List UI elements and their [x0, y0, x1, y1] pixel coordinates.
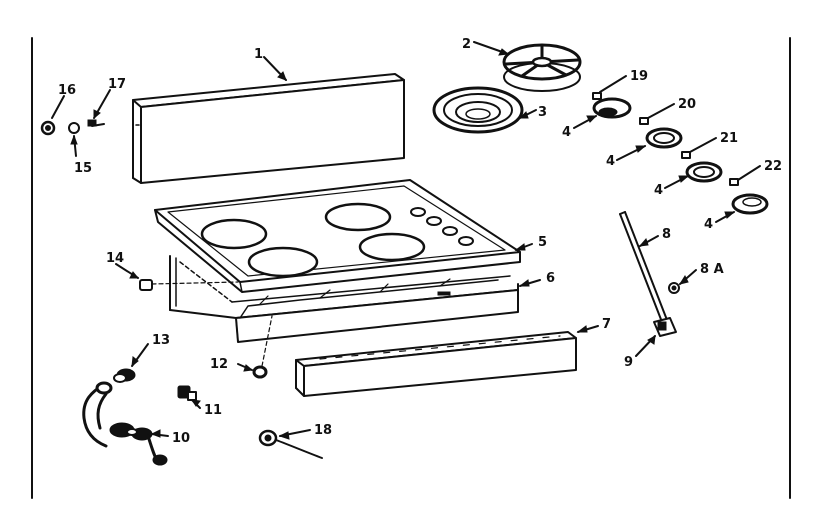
part-screw-14: [139, 279, 239, 291]
part-wire-harness: [82, 381, 168, 466]
callout-21: 21: [720, 131, 738, 146]
callout-17: 17: [108, 77, 126, 92]
part-screw-12: [252, 315, 273, 379]
callout-labels: 1 2 3 4 4 4 4 5 6 7 8 8 A 9 10 11 12 13 …: [58, 37, 782, 446]
callout-19: 19: [630, 69, 648, 84]
callout-8: 8: [662, 227, 671, 242]
callout-7: 7: [602, 317, 611, 332]
part-burner-bowl: [432, 86, 524, 134]
part-cooktop: [154, 179, 521, 293]
part-15-ring: [68, 122, 80, 134]
callout-15: 15: [74, 161, 92, 176]
part-front-panel: [295, 331, 577, 397]
part-connector-13: [113, 368, 136, 383]
callout-11: 11: [204, 403, 222, 418]
callout-13: 13: [152, 333, 170, 348]
part-grate: [502, 43, 582, 92]
part-knob-1: [592, 97, 632, 119]
callout-22: 22: [764, 159, 782, 174]
part-clip: [668, 282, 680, 294]
callout-8a: 8 A: [700, 262, 724, 277]
part-18-cord: [258, 429, 323, 459]
part-11-fitting: [177, 385, 197, 401]
callout-4-a: 4: [562, 125, 571, 140]
callout-4-d: 4: [704, 217, 713, 232]
part-rod-bracket: [653, 317, 677, 337]
callout-6: 6: [546, 271, 555, 286]
part-rod: [619, 211, 668, 323]
part-burner-box: [169, 255, 519, 343]
part-backguard: [132, 73, 405, 184]
callout-3: 3: [538, 105, 547, 120]
callout-10: 10: [172, 431, 190, 446]
callout-4-b: 4: [606, 154, 615, 169]
callout-20: 20: [678, 97, 696, 112]
callout-16: 16: [58, 83, 76, 98]
part-16-washer: [40, 120, 56, 136]
callout-18: 18: [314, 423, 332, 438]
part-knob-rings: [592, 92, 739, 186]
part-17-screw: [87, 119, 105, 127]
part-knob-3: [685, 161, 723, 183]
callout-5: 5: [538, 235, 547, 250]
callout-4-c: 4: [654, 183, 663, 198]
part-knob-4: [731, 193, 769, 215]
part-knob-2: [645, 127, 683, 149]
leader-lines: [51, 41, 761, 440]
callout-9: 9: [624, 355, 633, 370]
callout-2: 2: [462, 37, 471, 52]
callout-1: 1: [254, 47, 263, 62]
callout-14: 14: [106, 251, 124, 266]
callout-12: 12: [210, 357, 228, 372]
